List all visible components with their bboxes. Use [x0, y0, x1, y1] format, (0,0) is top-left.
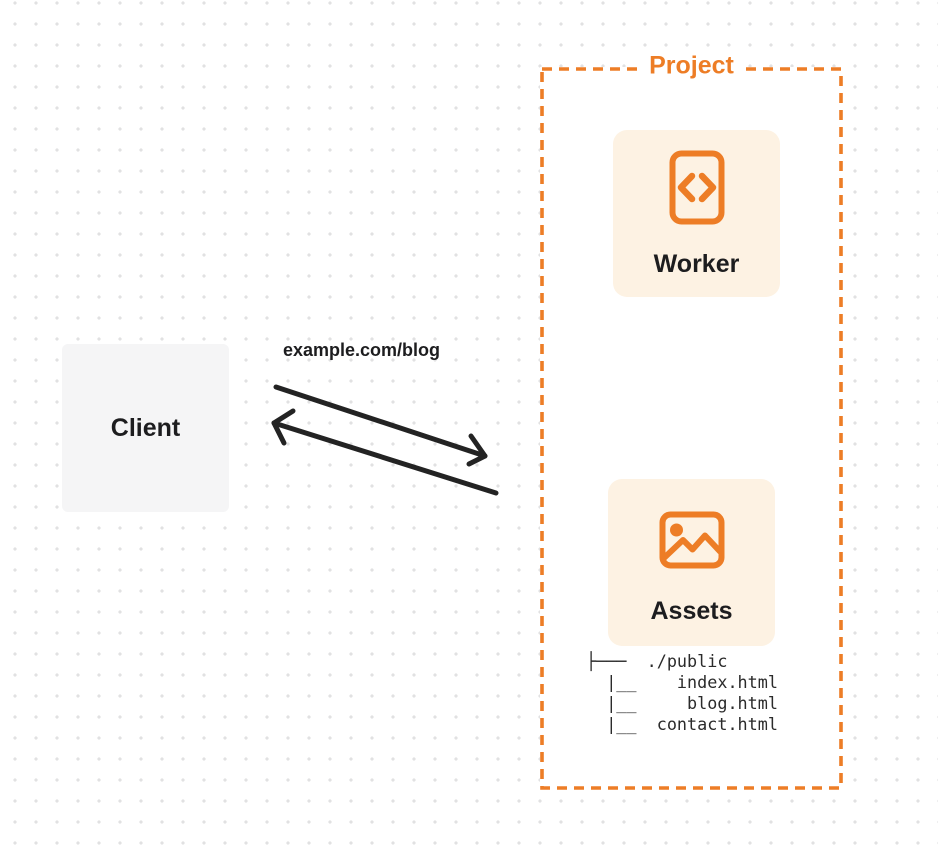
- client-label: Client: [110, 413, 181, 442]
- assets-node: Assets: [608, 479, 775, 646]
- request-url-label: example.com/blog: [283, 340, 441, 360]
- assets-label: Assets: [650, 597, 733, 625]
- request-arrow-line: [273, 384, 488, 459]
- response-arrow-head: [271, 408, 296, 446]
- assets-file-tree: ├─── ./public |__ index.html |__ blog.ht…: [586, 651, 778, 734]
- request-arrow-head: [466, 433, 488, 467]
- project-title: Project: [641, 51, 742, 81]
- response-arrow-line: [271, 420, 499, 496]
- image-icon: [659, 511, 725, 569]
- client-node: Client: [62, 344, 229, 512]
- project-container: Project Worker Assets: [540, 51, 843, 790]
- code-document-icon: [669, 150, 725, 225]
- worker-node: Worker: [613, 130, 780, 297]
- worker-label: Worker: [653, 250, 740, 278]
